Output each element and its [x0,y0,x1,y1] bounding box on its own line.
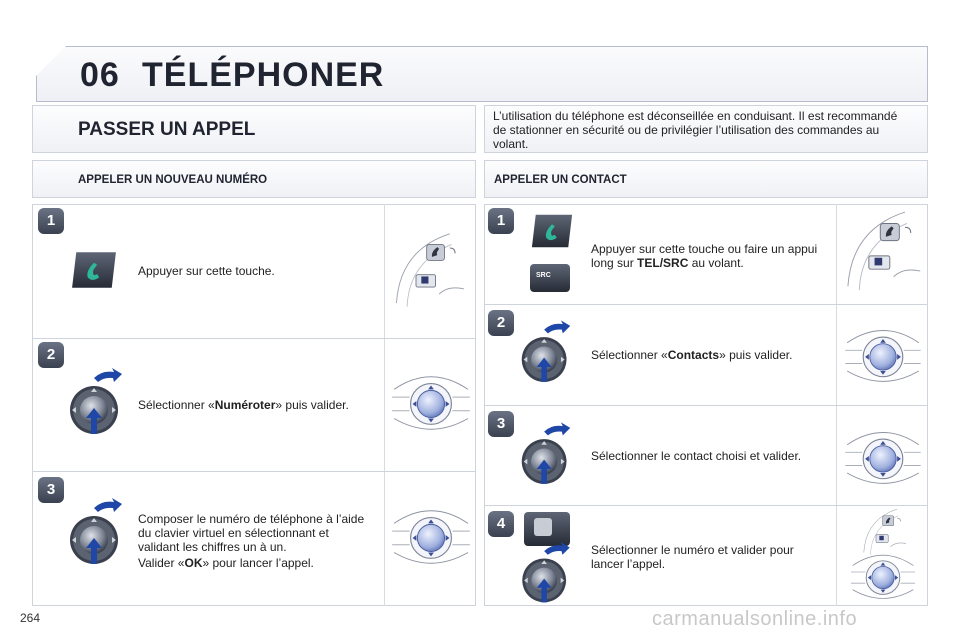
rotary-knob-icon [66,498,126,568]
step-number-badge: 2 [488,310,514,336]
left-row-divider [32,338,476,339]
chapter-number: 06 [80,56,120,94]
step-number-badge: 1 [38,208,64,234]
step-instruction: Composer le numéro de téléphone à l’aide… [138,512,365,554]
scroll-wheel-icon [524,512,570,546]
src-button-icon: SRC [530,264,570,292]
phone-button-icon [70,250,118,290]
menu-item-numeroter: Numéroter [214,398,276,412]
multimedia-console-icon [842,322,924,388]
button-label-ok: OK [184,556,203,570]
rotary-knob-icon [518,542,574,606]
step-instruction: Appuyer sur cette touche ou faire un app… [591,242,818,270]
button-label-tel-src: TEL/SRC [637,256,689,270]
left-column-divider [384,204,385,606]
multimedia-console-icon [842,424,924,490]
left-row-divider [32,471,476,472]
multimedia-console-icon [390,502,472,570]
steering-wheel-controls-icon [392,232,472,312]
step-instruction-validate: Valider «OK» pour lancer l’appel. [138,556,314,570]
chapter-header [36,46,928,102]
rotary-knob-icon [66,368,126,438]
step-instruction: Sélectionner le contact choisi et valide… [591,449,802,463]
multimedia-console-icon [842,548,924,604]
menu-item-contacts: Contacts [667,348,720,362]
step-number-badge: 4 [488,511,514,537]
step-instruction: Sélectionner «Numéroter» puis valider. [138,398,349,412]
rotary-knob-icon [518,320,574,386]
right-row-divider [484,304,928,305]
step-number-badge: 2 [38,342,64,368]
multimedia-console-icon [390,368,472,436]
step-instruction: Appuyer sur cette touche. [138,264,275,278]
step-instruction: Sélectionner le numéro et valider pour l… [591,543,794,571]
rotary-knob-icon [518,422,574,488]
left-subtitle-band [32,160,476,198]
steering-wheel-controls-icon [846,208,926,298]
intro-warning: L’utilisation du téléphone est déconseil… [493,109,898,151]
right-subtitle: APPELER UN CONTACT [494,174,627,186]
watermark-site: carmanualsonline.info [652,608,858,630]
right-row-divider [484,505,928,506]
right-row-divider [484,405,928,406]
right-subtitle-band [484,160,928,198]
intro-band [484,105,928,153]
step-instruction: Sélectionner «Contacts» puis valider. [591,348,793,362]
step-number-badge: 3 [38,477,64,503]
page-number: 264 [20,611,41,625]
step-number-badge: 3 [488,411,514,437]
step-number-badge: 1 [488,208,514,234]
left-subtitle: APPELER UN NOUVEAU NUMÉRO [78,174,268,186]
section-title: PASSER UN APPEL [78,119,256,140]
section-title-band [32,105,476,153]
phone-button-icon [530,212,574,250]
chapter-title: TÉLÉPHONER [142,56,385,94]
